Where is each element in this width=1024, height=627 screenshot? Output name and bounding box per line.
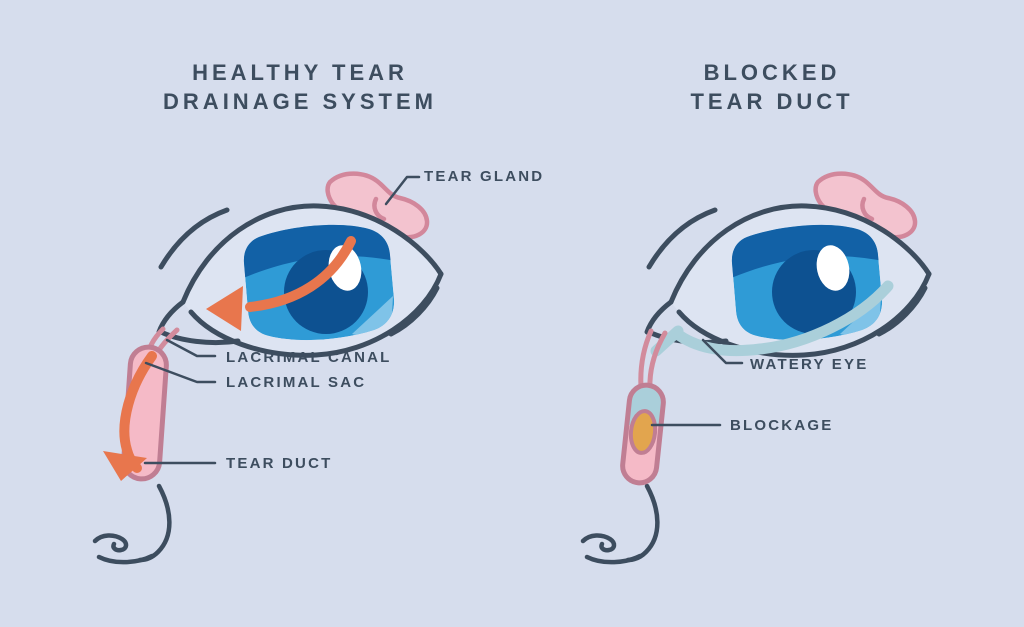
healthy-eye-illustration [95, 174, 441, 563]
healthy-title-line2: DRAINAGE SYSTEM [163, 89, 437, 115]
blockage-label: BLOCKAGE [730, 417, 834, 434]
eye-flow-arrow-shaft [245, 236, 356, 312]
blocked-duct-shape [620, 382, 666, 486]
tear-gland-label: TEAR GLAND [424, 168, 545, 185]
drainage-flow-arrows [103, 236, 356, 481]
duct-flow-arrowhead [103, 451, 147, 481]
blocked-canal-shape [638, 328, 668, 393]
blocked-panel-title: BLOCKED TEAR DUCT [612, 58, 932, 116]
healthy-panel-title: HEALTHY TEAR DRAINAGE SYSTEM [140, 58, 460, 116]
tear-gland-leader [384, 175, 421, 206]
watery-eye-leader [701, 338, 744, 365]
healthy-title-line1: HEALTHY TEAR [192, 60, 408, 85]
lacrimal-sac-leader [144, 361, 217, 384]
tear-duct-label: TEAR DUCT [226, 455, 333, 472]
lacrimal-canal-leader [165, 338, 217, 358]
lacrimal-sac-label: LACRIMAL SAC [226, 374, 367, 391]
blockage-shape [628, 409, 658, 455]
blocked-title-line1: BLOCKED [703, 60, 841, 85]
watery-eye-label: WATERY EYE [750, 356, 869, 373]
eye-flow-arrowhead [206, 286, 243, 331]
blocked-title-line2: TEAR DUCT [690, 89, 854, 115]
blocked-eye-illustration [583, 174, 929, 563]
lacrimal-canal-label: LACRIMAL CANAL [226, 349, 392, 366]
